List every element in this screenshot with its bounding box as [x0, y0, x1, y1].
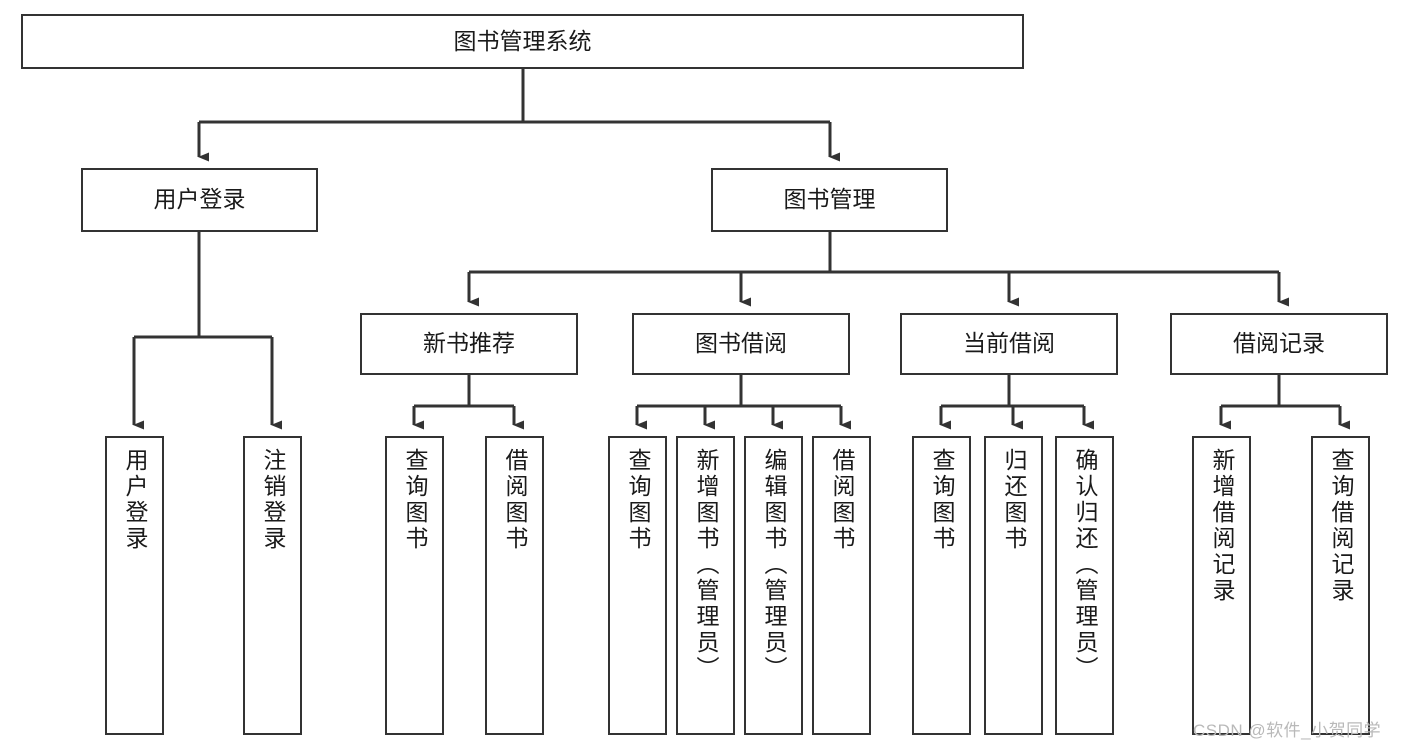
node-leaf-add-borrow-record[interactable]: 新增借阅记录 — [1192, 436, 1251, 735]
node-leaf-query-book-borrow[interactable]: 查询图书 — [608, 436, 667, 735]
node-borrow-record[interactable]: 借阅记录 — [1170, 313, 1388, 375]
node-new-book-recommend[interactable]: 新书推荐 — [360, 313, 578, 375]
node-label-leaf-query-borrow-record: 查询借阅记录 — [1328, 448, 1354, 604]
node-label-leaf-query-book-current: 查询图书 — [929, 448, 955, 552]
node-leaf-borrow-book-recommend[interactable]: 借阅图书 — [485, 436, 544, 735]
node-label-book-manage: 图书管理 — [783, 186, 876, 213]
node-leaf-add-book[interactable]: 新增图书（管理员） — [676, 436, 735, 735]
node-book-borrow[interactable]: 图书借阅 — [632, 313, 850, 375]
node-leaf-user-login[interactable]: 用户登录 — [105, 436, 164, 735]
node-label-root: 图书管理系统 — [453, 27, 592, 54]
node-label-leaf-add-book: 新增图书（管理员） — [693, 448, 719, 682]
node-label-leaf-user-login: 用户登录 — [122, 448, 148, 552]
node-label-user-login: 用户登录 — [153, 186, 246, 213]
watermark: CSDN @软件_小贺同学 — [1193, 721, 1382, 740]
node-leaf-return-book[interactable]: 归还图书 — [984, 436, 1043, 735]
node-leaf-logout[interactable]: 注销登录 — [243, 436, 302, 735]
node-leaf-query-borrow-record[interactable]: 查询借阅记录 — [1311, 436, 1370, 735]
node-label-leaf-edit-book: 编辑图书（管理员） — [761, 448, 787, 682]
node-current-borrow[interactable]: 当前借阅 — [900, 313, 1118, 375]
node-label-leaf-confirm-return: 确认归还（管理员） — [1072, 448, 1098, 682]
node-leaf-borrow-book[interactable]: 借阅图书 — [812, 436, 871, 735]
node-user-login[interactable]: 用户登录 — [81, 168, 318, 232]
node-leaf-confirm-return[interactable]: 确认归还（管理员） — [1055, 436, 1114, 735]
node-label-current-borrow: 当前借阅 — [963, 330, 1055, 357]
node-label-leaf-logout: 注销登录 — [260, 448, 286, 552]
node-label-borrow-record: 借阅记录 — [1233, 330, 1325, 357]
node-label-book-borrow: 图书借阅 — [695, 330, 787, 357]
node-label-leaf-query-book-recommend: 查询图书 — [402, 448, 428, 552]
node-leaf-query-book-recommend[interactable]: 查询图书 — [385, 436, 444, 735]
node-label-leaf-add-borrow-record: 新增借阅记录 — [1209, 448, 1235, 604]
node-leaf-query-book-current[interactable]: 查询图书 — [912, 436, 971, 735]
node-root[interactable]: 图书管理系统 — [21, 14, 1024, 69]
node-label-leaf-query-book-borrow: 查询图书 — [625, 448, 651, 552]
node-label-leaf-borrow-book: 借阅图书 — [829, 448, 855, 552]
node-label-leaf-borrow-book-recommend: 借阅图书 — [502, 448, 528, 552]
node-label-new-book-recommend: 新书推荐 — [423, 330, 515, 357]
node-book-manage[interactable]: 图书管理 — [711, 168, 948, 232]
node-leaf-edit-book[interactable]: 编辑图书（管理员） — [744, 436, 803, 735]
node-label-leaf-return-book: 归还图书 — [1001, 448, 1027, 552]
